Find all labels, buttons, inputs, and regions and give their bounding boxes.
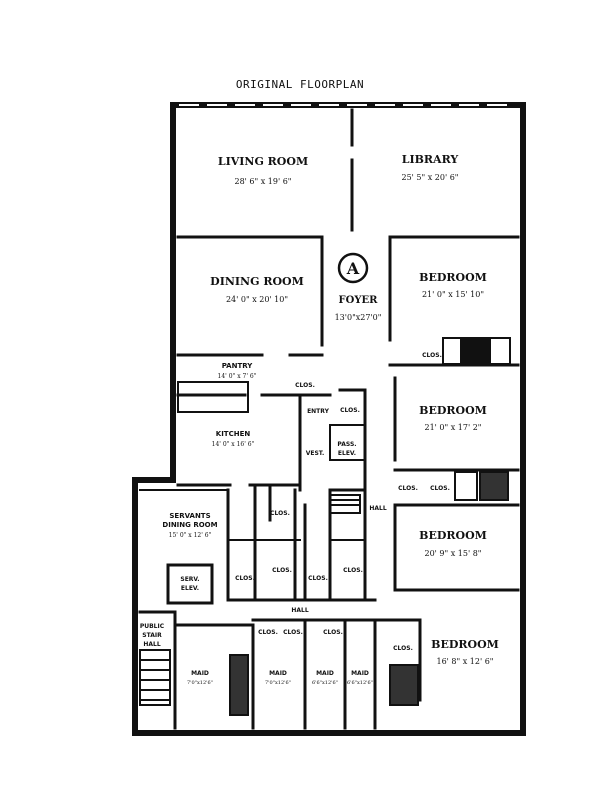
servants-dining-label-2: DINING ROOM [162, 521, 217, 529]
dining-room-dims: 24' 0" x 20' 10" [226, 295, 288, 304]
closet-label: CLOS. [270, 510, 290, 517]
closet-label: CLOS. [398, 485, 418, 492]
closet-label: CLOS. [258, 629, 278, 636]
closet-label: CLOS. [283, 629, 303, 636]
library-label: LIBRARY [402, 153, 459, 166]
pass-elev-label-1: PASS. [337, 441, 356, 448]
closet-label: CLOS. [393, 645, 413, 652]
foyer-dims: 13'0"x27'0" [335, 313, 382, 322]
maid-1-label: MAID [191, 670, 209, 677]
pass-elev-label-2: ELEV. [338, 450, 356, 457]
maid-3-dims: 6'6"x12'6" [312, 680, 338, 686]
living-room-dims: 28' 6" x 19' 6" [235, 177, 292, 186]
bedroom-4-dims: 16' 8" x 12' 6" [437, 657, 494, 666]
bedroom-3-label: BEDROOM [419, 529, 487, 542]
hall-label: HALL [369, 505, 386, 512]
closet-label: CLOS. [295, 382, 315, 389]
servants-dining-label-1: SERVANTS [169, 512, 210, 520]
maid-1-dims: 7'0"x12'6" [187, 680, 213, 686]
closet-label: CLOS. [323, 629, 343, 636]
unit-badge-label: A [346, 259, 360, 278]
plan-title: ORIGINAL FLOORPLAN [235, 78, 365, 91]
pantry-dims: 14' 0" x 7' 6" [218, 373, 257, 380]
pantry-label: PANTRY [222, 362, 254, 370]
public-stair-label-1: PUBLIC [140, 623, 165, 630]
vest-label: VEST. [306, 450, 325, 457]
dining-room-label: DINING ROOM [210, 275, 304, 288]
maid-3-label: MAID [316, 670, 334, 677]
bedroom-4-label: BEDROOM [431, 638, 499, 651]
fixtures [139, 337, 511, 716]
lower-hall-label: HALL [291, 607, 308, 614]
kitchen-dims: 14' 0" x 16' 6" [212, 441, 255, 448]
library-dims: 25' 5" x 20' 6" [402, 173, 459, 182]
service-elev-label-1: SERV. [180, 576, 199, 583]
closet-label: CLOS. [272, 567, 292, 574]
bedroom-2-label: BEDROOM [419, 404, 487, 417]
bedroom-1-dims: 21' 0" x 15' 10" [422, 290, 484, 299]
kitchen-label: KITCHEN [216, 430, 251, 438]
servants-dining-dims: 15' 0" x 12' 6" [169, 532, 212, 539]
closet-label: CLOS. [343, 567, 363, 574]
closet-label: CLOS. [308, 575, 328, 582]
closet-label: CLOS. [422, 352, 442, 359]
maid-2-dims: 7'0"x12'6" [265, 680, 291, 686]
public-stair-label-2: STAIR [142, 632, 162, 639]
public-stair-label-3: HALL [143, 641, 160, 648]
living-room-label: LIVING ROOM [218, 155, 308, 168]
maid-2-label: MAID [269, 670, 287, 677]
closet-label: CLOS. [430, 485, 450, 492]
bedroom-2-dims: 21' 0" x 17' 2" [425, 423, 482, 432]
entry-label: ENTRY [307, 408, 330, 415]
maid-4-dims: 6'6"x12'6" [347, 680, 373, 686]
bedroom-1-label: BEDROOM [419, 271, 487, 284]
foyer-label: FOYER [339, 295, 379, 306]
bedroom-3-dims: 20' 9" x 15' 8" [425, 549, 482, 558]
maid-4-label: MAID [351, 670, 369, 677]
closet-label: CLOS. [235, 575, 255, 582]
service-elev-label-2: ELEV. [181, 585, 199, 592]
unit-badge: A [337, 252, 369, 284]
closet-label: CLOS. [340, 407, 360, 414]
